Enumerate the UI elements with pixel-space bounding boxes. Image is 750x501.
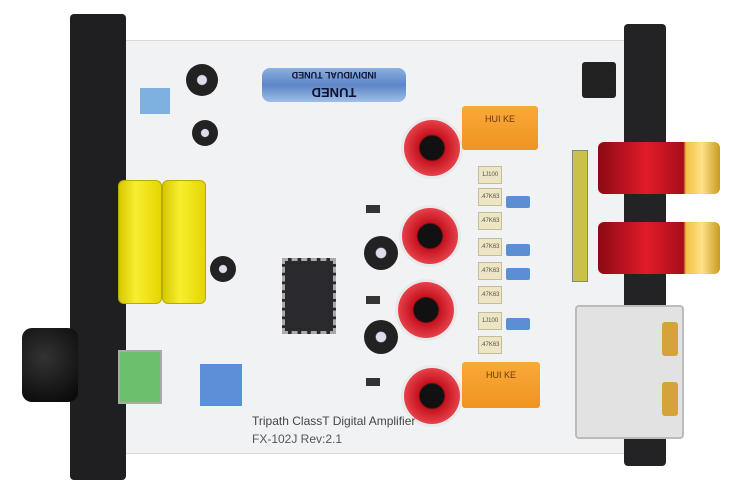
yellow-capacitor (162, 180, 206, 304)
film-capacitor: .47K63 (478, 336, 502, 354)
smd-component (366, 205, 380, 213)
binding-post[interactable] (598, 222, 720, 274)
trimmer[interactable] (200, 364, 242, 406)
smd-component (366, 378, 380, 386)
film-capacitor: .47K63 (478, 286, 502, 304)
film-capacitor: .47K63 (478, 238, 502, 256)
film-capacitor: 1J100 (478, 166, 502, 184)
small-capacitor (364, 320, 398, 354)
small-capacitor (192, 120, 218, 146)
smd-component (366, 296, 380, 304)
speaker-terminal (398, 282, 454, 338)
binding-post[interactable] (598, 142, 720, 194)
amplifier-chip (282, 258, 336, 334)
yellow-capacitor (118, 180, 162, 304)
speaker-terminal (402, 208, 458, 264)
connector (118, 350, 162, 404)
small-capacitor (186, 64, 218, 96)
board-brand-text: Tripath ClassT Digital Amplifier (252, 414, 416, 428)
terminal-strip (572, 150, 588, 282)
film-capacitor: 1J100 (478, 312, 502, 330)
left-panel (70, 14, 126, 480)
blue-capacitor (506, 268, 530, 280)
speaker-terminal (404, 120, 460, 176)
blue-capacitor (506, 244, 530, 256)
board-model-text: FX-102J Rev:2.1 (252, 432, 343, 446)
power-switch[interactable] (140, 88, 170, 114)
film-capacitor: .47K63 (478, 188, 502, 206)
film-capacitor: .47K63 (478, 212, 502, 230)
rca-jack[interactable] (662, 382, 678, 416)
electrolytic-capacitor: TUNED INDIVIDUAL TUNED (262, 68, 406, 102)
speaker-terminal (404, 368, 460, 424)
film-capacitor: .47K63 (478, 262, 502, 280)
blue-capacitor (506, 196, 530, 208)
volume-knob[interactable] (22, 328, 78, 402)
small-capacitor (210, 256, 236, 282)
relay: HUI KE (462, 106, 538, 150)
blue-capacitor (506, 318, 530, 330)
capacitor-label: INDIVIDUAL TUNED (291, 70, 377, 81)
rca-jack[interactable] (662, 322, 678, 356)
small-capacitor (364, 236, 398, 270)
power-jack[interactable] (582, 62, 616, 98)
relay: HUI KE (462, 362, 540, 408)
capacitor-label: TUNED (311, 84, 357, 100)
